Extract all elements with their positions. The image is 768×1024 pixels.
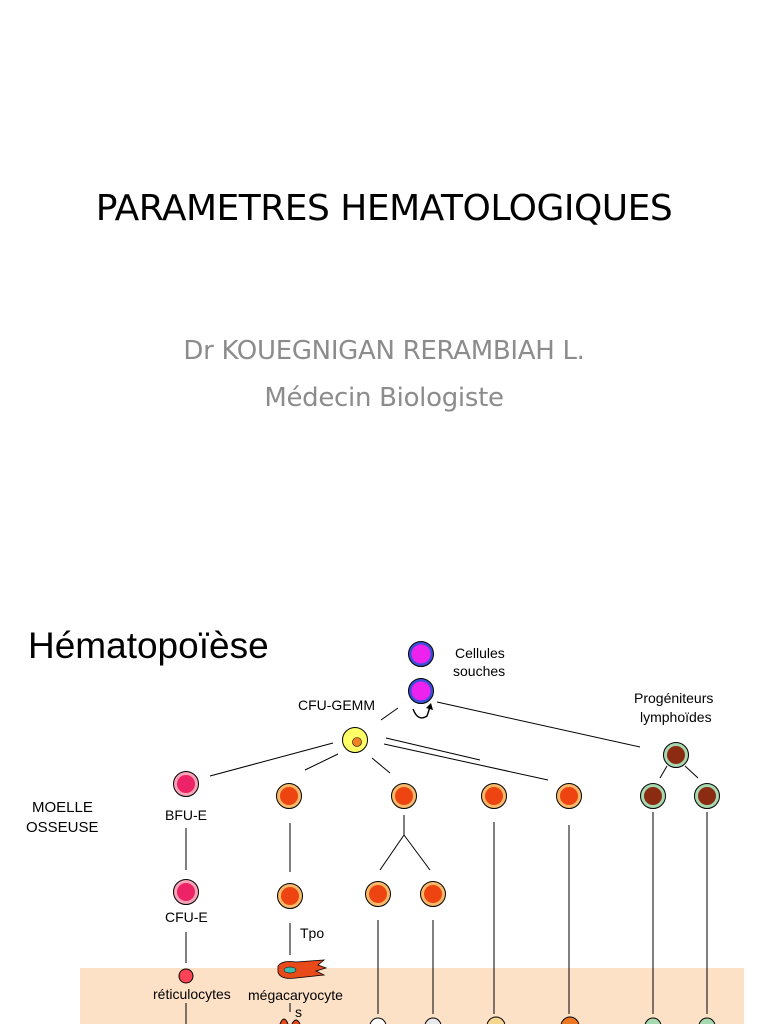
label-bone-marrow-2: OSSEUSE	[26, 819, 99, 836]
label-reticulocytes: réticulocytes	[153, 986, 231, 1002]
label-stem-cells-1: Cellules	[455, 645, 505, 661]
label-stem-cells-2: souches	[453, 663, 505, 679]
cfu-e-cell	[173, 879, 199, 905]
label-megakaryocytes-2: s	[295, 1004, 302, 1020]
megakaryocyte-progenitor	[277, 883, 303, 909]
granulocyte-monocyte-progenitor	[420, 881, 446, 907]
label-lymphoid-2: lymphoïdes	[640, 709, 712, 725]
self-renewal-arrowhead	[426, 703, 433, 710]
slide-title: PARAMETRES HEMATOLOGIQUES	[95, 188, 673, 229]
myeloid-progenitor	[391, 783, 417, 809]
myeloid-progenitor	[481, 783, 507, 809]
diagram-title: Hématopoïèse	[28, 625, 269, 666]
lymphoid-progenitor	[694, 783, 720, 809]
bfu-e-cell	[173, 771, 199, 797]
self-renewal-arrow	[412, 706, 431, 719]
label-tpo: Tpo	[300, 925, 324, 941]
myeloid-progenitor	[556, 783, 582, 809]
megakaryocyte	[277, 959, 328, 979]
label-cfu-gemm: CFU-GEMM	[298, 697, 375, 713]
granulocyte-monocyte-progenitor	[365, 881, 391, 907]
stem-cell	[408, 678, 434, 704]
lineage-lines	[185, 701, 708, 1024]
label-cfu-e: CFU-E	[165, 909, 208, 925]
hematopoiesis-diagram: Hématopoïèse	[26, 625, 744, 1024]
lymphoid-progenitor	[663, 742, 689, 768]
mature-blood-cells	[279, 1016, 716, 1024]
lymphoid-progenitor	[640, 783, 666, 809]
label-lymphoid-1: Progéniteurs	[634, 690, 713, 706]
cfu-gemm-cell	[342, 727, 368, 753]
label-megakaryocytes-1: mégacaryocyte	[248, 987, 343, 1003]
author-name: Dr KOUEGNIGAN RERAMBIAH L.	[183, 336, 585, 366]
stem-cell	[408, 641, 434, 667]
label-bone-marrow-1: MOELLE	[32, 799, 93, 816]
author-role: Médecin Biologiste	[264, 383, 504, 413]
label-bfu-e: BFU-E	[165, 807, 207, 823]
reticulocyte	[178, 968, 194, 984]
myeloid-progenitor	[276, 783, 302, 809]
